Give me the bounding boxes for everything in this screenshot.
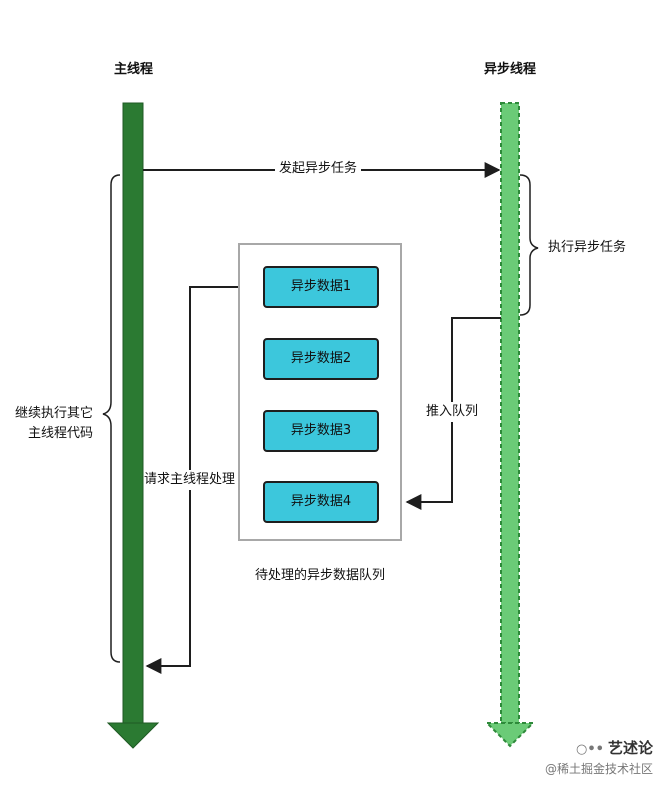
async-thread-arrow [484, 102, 536, 748]
push-to-queue-label: 推入队列 [426, 402, 479, 422]
async-thread-arrowhead [484, 722, 536, 748]
continue-main-brace [102, 174, 121, 663]
watermark-brand-row: ○••艺述论 [545, 738, 653, 760]
start-async-task-label: 发起异步任务 [275, 161, 362, 177]
main-thread-shaft [122, 102, 144, 724]
continue-main-label-line2: 主线程代码 [28, 426, 94, 441]
chat-bubble-icon: ○•• [576, 742, 604, 757]
watermark: ○••艺述论 @稀土掘金技术社区 [545, 738, 653, 778]
queue-item: 异步数据4 [263, 481, 379, 523]
main-thread-arrow [106, 102, 160, 749]
request-main-handle-label: 请求主线程处理 [144, 470, 236, 490]
main-thread-title: 主线程 [114, 62, 154, 77]
continue-main-label: 继续执行其它 主线程代码 [15, 404, 93, 444]
queue-item: 异步数据3 [263, 410, 379, 452]
watermark-brand: 艺述论 [607, 739, 653, 757]
execute-async-brace [519, 174, 539, 316]
async-thread-title: 异步线程 [484, 62, 537, 77]
pending-queue-caption: 待处理的异步数据队列 [255, 568, 386, 583]
main-thread-arrowhead [106, 722, 160, 749]
continue-main-label-line1: 继续执行其它 [15, 406, 94, 421]
watermark-source: @稀土掘金技术社区 [544, 762, 653, 776]
pending-queue-box [238, 243, 402, 541]
queue-item: 异步数据2 [263, 338, 379, 380]
queue-item: 异步数据1 [263, 266, 379, 308]
async-thread-shaft [500, 102, 520, 724]
execute-async-task-label: 执行异步任务 [548, 240, 627, 255]
